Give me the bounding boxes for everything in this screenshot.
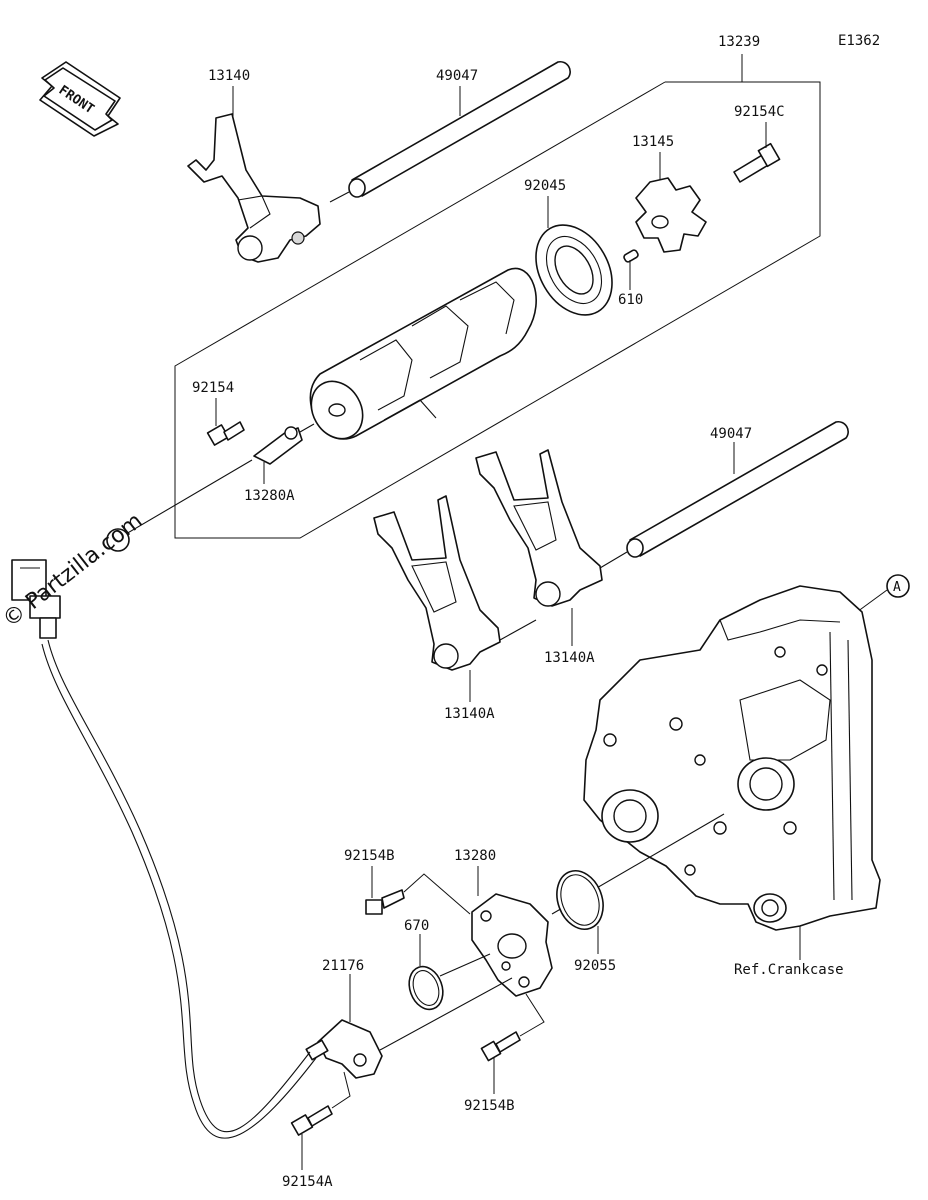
bearing-92045 (535, 224, 613, 316)
shift-fork-13140 (187, 113, 321, 263)
label-92154B-bottom: 92154B (464, 1098, 515, 1114)
bolt-92154C (733, 142, 781, 183)
connector (11, 559, 61, 639)
label-13140-top: 13140 (208, 68, 250, 84)
diagram-code: E1362 (838, 33, 880, 49)
bolt-92154B-bottom (480, 1031, 521, 1062)
label-670: 670 (404, 918, 429, 934)
front-arrow-icon: FRONT (39, 61, 121, 137)
label-13280A: 13280A (244, 488, 295, 504)
shift-rod-49047-top (348, 60, 571, 198)
shift-cam-13145 (635, 177, 707, 253)
callout-a-letter: A (893, 580, 901, 595)
label-13280: 13280 (454, 848, 496, 864)
label-13140A-right: 13140A (544, 650, 595, 666)
sensor-21176 (305, 1019, 383, 1079)
bolt-92154A (290, 1105, 333, 1136)
label-49047-right: 49047 (710, 426, 752, 442)
label-92045: 92045 (524, 178, 566, 194)
label-92154B-top: 92154B (344, 848, 395, 864)
callout-a: A (886, 574, 910, 598)
label-49047-top: 49047 (436, 68, 478, 84)
assembly-frame-13239 (174, 81, 821, 539)
shift-rod-49047-right (626, 420, 849, 558)
sensor-13280A (253, 426, 303, 465)
label-13140A-left: 13140A (444, 706, 495, 722)
ref-crankcase-label: Ref.Crankcase (734, 962, 844, 978)
shift-fork-13140A-right (475, 449, 603, 607)
cover-13280 (471, 893, 553, 997)
label-21176: 21176 (322, 958, 364, 974)
oring-92055 (556, 870, 604, 930)
label-13145: 13145 (632, 134, 674, 150)
pin-610 (623, 249, 639, 263)
label-610: 610 (618, 292, 643, 308)
label-92154C: 92154C (734, 104, 785, 120)
shift-fork-13140A-left (373, 495, 501, 671)
bolt-92154B-top (365, 889, 405, 915)
label-92154A: 92154A (282, 1174, 333, 1190)
label-13239: 13239 (718, 34, 760, 50)
label-92055: 92055 (574, 958, 616, 974)
sensor-cable (47, 639, 311, 1133)
label-92154: 92154 (192, 380, 234, 396)
bolt-92154 (206, 421, 245, 446)
callout-a-left (106, 528, 130, 552)
oring-670 (408, 965, 444, 1011)
shift-drum (309, 267, 537, 440)
crankcase (583, 585, 881, 931)
